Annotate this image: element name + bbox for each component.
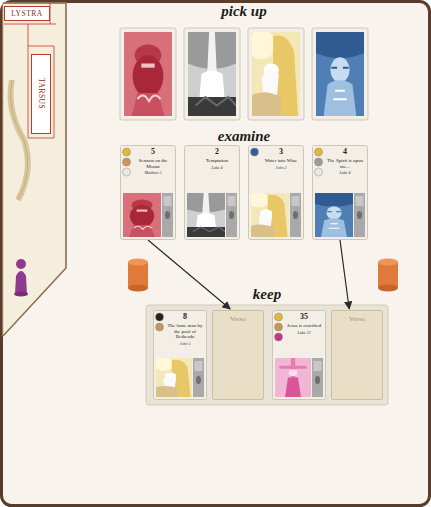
card-illustration [153, 357, 192, 397]
cost-token [251, 148, 259, 156]
card-text-column: 8The lame man by the pool of BethesdaJoh… [165, 313, 205, 347]
card-text-column: 3Water into WineJohn 2 [260, 148, 302, 170]
card-strip [226, 193, 237, 237]
cost-token [156, 313, 164, 321]
cost-token [315, 168, 323, 176]
card-reference: Luke 4 [324, 171, 366, 176]
event-card: 8The lame man by the pool of BethesdaJoh… [153, 310, 207, 400]
verso-label: Verso [230, 315, 246, 323]
card-text-column: 4The Spirit is upon me...Luke 4 [324, 148, 366, 176]
footprint-icon [357, 211, 362, 219]
verso-slot: Verso [212, 310, 264, 400]
card-reference: Matthew 5 [132, 171, 174, 176]
move-arrow [340, 240, 349, 309]
move-arrow [148, 240, 230, 309]
card-illustration [315, 193, 353, 237]
card-border [273, 311, 326, 400]
verso-slot: Verso [331, 310, 383, 400]
cost-token [123, 158, 131, 166]
card-title: Water into Wine [260, 158, 302, 164]
card-number: 2 [196, 148, 238, 157]
footprint-icon [229, 211, 234, 219]
city-name: TARSUS [37, 78, 46, 109]
card-title: Sermon on the Mount [132, 158, 174, 170]
event-card: 2TemptationLuke 4 [184, 145, 240, 240]
strip-icon [164, 196, 172, 206]
card-strip [354, 193, 365, 237]
footprint-icon [196, 376, 201, 384]
cost-token [275, 333, 283, 341]
event-card: 4The Spirit is upon me...Luke 4 [312, 145, 368, 240]
card-illustration [123, 193, 161, 237]
card-reference: Luke 4 [196, 166, 238, 171]
strip-icon [228, 196, 236, 206]
section-heading: pick up [120, 3, 368, 20]
map-city-box: TARSUS [31, 54, 51, 134]
section-heading: keep [146, 286, 388, 303]
card-border [154, 311, 207, 400]
card-number: 35 [284, 313, 324, 322]
event-card: 35Jesus is crucifiedLuke 23 [272, 310, 326, 400]
strip-icon [195, 361, 203, 371]
cost-token [315, 148, 323, 156]
card-reference: Luke 23 [284, 331, 324, 336]
cost-token [315, 158, 323, 166]
card-border [249, 146, 304, 240]
strip-icon [292, 196, 300, 206]
cost-token [275, 313, 283, 321]
cost-token [156, 323, 164, 331]
footprint-icon [293, 211, 298, 219]
card-border [185, 146, 240, 240]
card-title: The Spirit is upon me... [324, 158, 366, 170]
card-title: Temptation [196, 158, 238, 164]
card-number: 5 [132, 148, 174, 157]
card-border [313, 146, 368, 240]
card-illustration [187, 193, 225, 237]
card-text-column: 5Sermon on the MountMatthew 5 [132, 148, 174, 176]
strip-icon [356, 196, 364, 206]
card-text-column: 2TemptationLuke 4 [196, 148, 238, 170]
card-strip [162, 193, 173, 237]
cost-token [123, 148, 131, 156]
city-name: LYSTRA [11, 9, 42, 18]
card-illustration [248, 192, 289, 237]
footprint-icon [165, 211, 170, 219]
footprint-icon [315, 376, 320, 384]
card-strip [290, 193, 301, 237]
map-city-box: LYSTRA [4, 6, 50, 21]
cost-token [123, 168, 131, 176]
card-text-column: 35Jesus is crucifiedLuke 23 [284, 313, 324, 335]
card-illustration [275, 358, 311, 397]
cost-token [275, 323, 283, 331]
card-title: Jesus is crucified [284, 323, 324, 329]
verso-label: Verso [349, 315, 365, 323]
event-card: 5Sermon on the MountMatthew 5 [120, 145, 176, 240]
card-number: 4 [324, 148, 366, 157]
card-number: 8 [165, 313, 205, 322]
card-reference: John 5 [165, 342, 205, 347]
card-border [121, 146, 176, 240]
event-card: 3Water into WineJohn 2 [248, 145, 304, 240]
card-reference: John 2 [260, 166, 302, 171]
section-heading: examine [120, 128, 368, 145]
strip-icon [314, 361, 322, 371]
card-strip [193, 358, 204, 397]
card-title: The lame man by the pool of Bethesda [165, 323, 205, 340]
card-strip [312, 358, 323, 397]
card-number: 3 [260, 148, 302, 157]
